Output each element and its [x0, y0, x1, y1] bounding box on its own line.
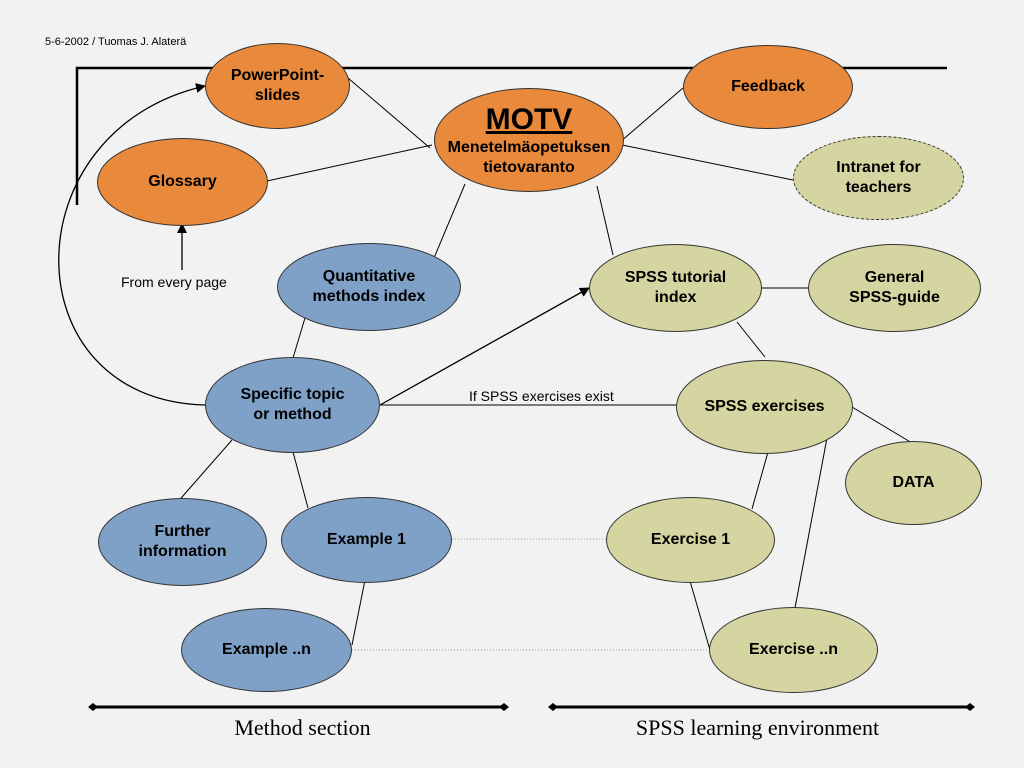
link-powerpoint-motv: [347, 77, 431, 149]
general-spss-guide-node[interactable]: General SPSS-guide: [808, 244, 981, 332]
guide-line1: General: [864, 269, 925, 286]
spssindex-line1: SPSS tutorial: [624, 269, 727, 286]
link-exercises-exercisen: [794, 437, 828, 609]
further-information-node[interactable]: Further information: [98, 498, 267, 586]
examplen-label: Example ..n: [222, 641, 311, 658]
header-date-author: 5-6-2002 / Tuomas J. Alaterä: [45, 36, 187, 48]
link-exercises-data: [851, 406, 913, 444]
spss-learning-environment-label: SPSS learning environment: [635, 715, 880, 740]
powerpoint-slides-node[interactable]: PowerPoint- slides: [205, 43, 350, 129]
link-motv-quant: [433, 183, 466, 259]
exercise-n-node[interactable]: Exercise ..n: [709, 607, 878, 693]
specific-line1: Specific topic: [240, 386, 345, 403]
intranet-node[interactable]: Intranet for teachers: [793, 136, 964, 220]
example1-label: Example 1: [326, 531, 407, 548]
motv-line2: tietovaranto: [483, 159, 575, 176]
link-specific-further: [174, 439, 233, 506]
intranet-line2: teachers: [845, 179, 912, 196]
quantitative-methods-index-node[interactable]: Quantitative methods index: [277, 243, 461, 331]
exercisen-label: Exercise ..n: [749, 641, 838, 658]
specific-line2: or method: [253, 406, 332, 423]
link-exercises-exercise1: [751, 451, 769, 510]
example-n-node[interactable]: Example ..n: [181, 608, 352, 692]
feedback-node[interactable]: Feedback: [683, 45, 853, 129]
powerpoint-line2: slides: [254, 87, 301, 104]
link-spssindex-exercises: [736, 321, 766, 358]
further-line1: Further: [154, 523, 211, 540]
method-section-label: Method section: [234, 715, 371, 740]
guide-line2: SPSS-guide: [849, 289, 940, 306]
link-specific-example1: [292, 451, 309, 509]
powerpoint-line1: PowerPoint-: [230, 67, 325, 84]
intranet-line1: Intranet for: [836, 159, 921, 176]
link-motv-spss-index: [596, 185, 614, 256]
specific-topic-node[interactable]: Specific topic or method: [205, 357, 380, 453]
exercise1-label: Exercise 1: [650, 531, 731, 548]
link-exercise1-exercisen: [689, 580, 711, 651]
exercise-1-node[interactable]: Exercise 1: [606, 497, 775, 583]
spss-exercises-node[interactable]: SPSS exercises: [676, 360, 853, 454]
link-quant-specific: [292, 317, 306, 359]
top-frame-line: [75, 66, 947, 205]
quant-line1: Quantitative: [322, 268, 416, 285]
link-glossary-motv: [266, 144, 433, 182]
link-feedback-motv: [619, 87, 684, 143]
link-motv-intranet: [621, 144, 794, 181]
motv-title: MOTV: [485, 103, 573, 136]
spss-tutorial-index-node[interactable]: SPSS tutorial index: [589, 244, 762, 332]
arrow-specific-spssindex: [379, 287, 590, 406]
from-every-page-caption: From every page: [121, 274, 227, 290]
exercises-label: SPSS exercises: [704, 398, 825, 415]
feedback-label: Feedback: [731, 78, 805, 95]
glossary-node[interactable]: Glossary: [97, 138, 268, 226]
if-spss-exercises-caption: If SPSS exercises exist: [469, 388, 614, 404]
motv-node[interactable]: MOTV Menetelmäopetuksen tietovaranto: [434, 88, 624, 192]
glossary-label: Glossary: [148, 173, 217, 190]
link-example1-examplen: [351, 579, 366, 646]
data-label: DATA: [892, 474, 935, 491]
spssindex-line2: index: [654, 289, 697, 306]
further-line2: information: [138, 543, 227, 560]
motv-line1: Menetelmäopetuksen: [447, 139, 611, 156]
arrow-specific-powerpoint: [58, 83, 206, 406]
quant-line2: methods index: [312, 288, 426, 305]
data-node[interactable]: DATA: [845, 441, 982, 525]
example-1-node[interactable]: Example 1: [281, 497, 452, 583]
